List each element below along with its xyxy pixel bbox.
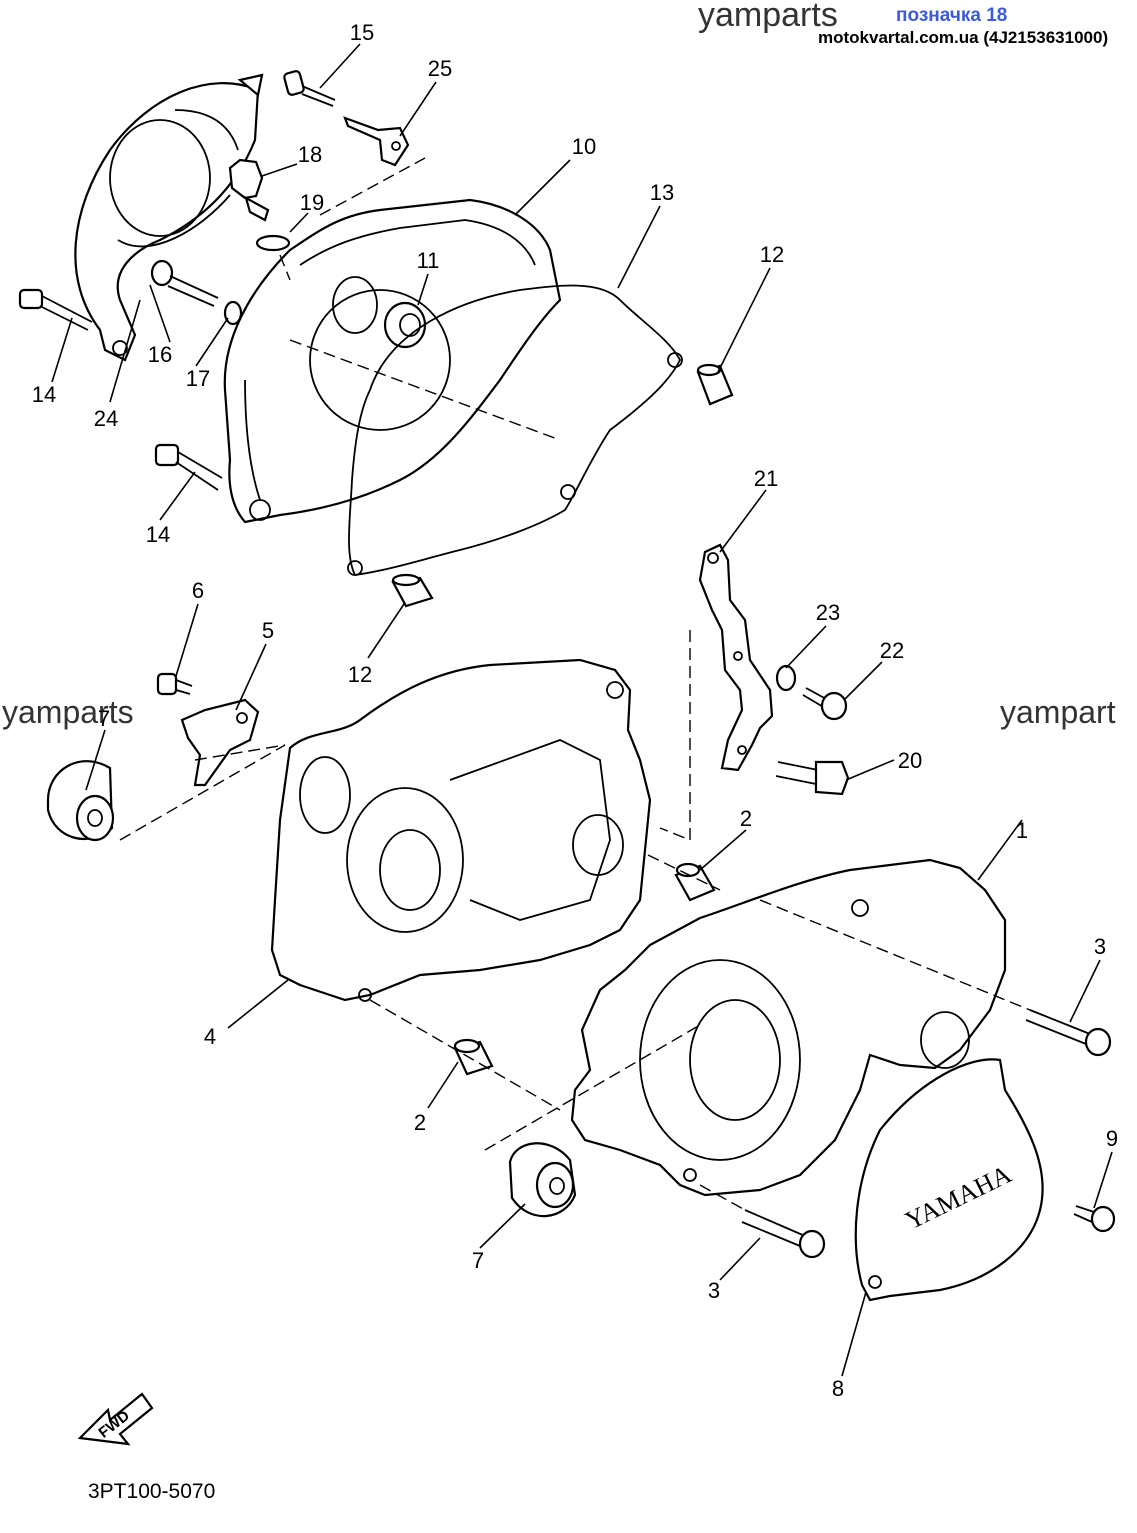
callout-22: 22 (880, 638, 904, 663)
callout-14-upper: 14 (32, 382, 56, 407)
part-18-sensor (228, 158, 270, 222)
part-8-side-cover: YAMAHA (854, 1058, 1044, 1302)
part-1-crankcase-right (570, 858, 1007, 1197)
watermark-top: yamparts (698, 0, 838, 34)
badge-label: позначка 18 (896, 5, 1008, 26)
callout-19: 19 (300, 190, 324, 215)
part-25-bracket (343, 116, 410, 167)
callout-3-lower: 3 (708, 1278, 720, 1303)
callout-7-lower: 7 (472, 1248, 484, 1273)
part-4-crankcase-left (270, 658, 652, 1002)
callout-23: 23 (816, 600, 840, 625)
part-3-bolt-lower (741, 1209, 826, 1259)
fwd-arrow: FWD (77, 1392, 154, 1446)
part-7-bearing-upper (46, 760, 115, 842)
part-5-plate (180, 698, 260, 787)
callout-8: 8 (832, 1376, 844, 1401)
callout-16: 16 (148, 342, 172, 367)
callout-18: 18 (298, 142, 322, 167)
assembly-lines (119, 157, 1031, 1211)
source-site: motokvartal.com.ua (4J2153631000) (818, 28, 1109, 47)
part-12-dowel-upper (696, 363, 734, 406)
part-2-dowel-lower (453, 1038, 494, 1076)
watermark-left: yamparts (2, 694, 134, 730)
callout-6: 6 (192, 578, 204, 603)
callout-1: 1 (1016, 818, 1028, 843)
watermark-right: yampart (1000, 694, 1116, 730)
part-12-dowel-lower (391, 573, 434, 608)
callout-21: 21 (754, 466, 778, 491)
part-22-screw (802, 687, 848, 721)
part-24-shroud (74, 73, 264, 362)
part-7-bearing-lower (508, 1142, 577, 1218)
callout-13: 13 (650, 180, 674, 205)
callout-2-upper: 2 (740, 806, 752, 831)
callout-11: 11 (417, 248, 440, 273)
callout-9: 9 (1106, 1126, 1118, 1151)
callout-15: 15 (350, 20, 374, 45)
callout-7-upper: 7 (98, 706, 110, 731)
callout-17: 17 (186, 366, 210, 391)
part-20-bolt (775, 760, 850, 796)
part-code: 3PT100-5070 (88, 1480, 216, 1503)
callout-3-right: 3 (1094, 934, 1106, 959)
part-23-washer (775, 664, 797, 692)
part-11-bearing (383, 301, 427, 349)
callout-12-lower: 12 (348, 662, 372, 687)
callout-24: 24 (94, 406, 118, 431)
leader-lines (51, 43, 1113, 1377)
callout-12-upper: 12 (760, 242, 784, 267)
part-9-screw (1073, 1205, 1116, 1233)
callout-10: 10 (572, 134, 596, 159)
part-16-bolt (150, 259, 219, 307)
part-2-dowel-upper (674, 862, 716, 902)
part-6-screw (156, 672, 193, 696)
callout-2-lower: 2 (414, 1110, 426, 1135)
part-10-cover (223, 198, 562, 524)
callout-25: 25 (428, 56, 452, 81)
part-3-bolt-right (1025, 1009, 1112, 1057)
part-15-bolt (283, 70, 336, 107)
part-19-o-ring (255, 234, 291, 252)
part-14-bolt-lower (154, 443, 223, 491)
part-17-washer (223, 300, 243, 326)
callout-4: 4 (204, 1024, 216, 1049)
callout-5: 5 (262, 618, 274, 643)
part-13-gasket (347, 284, 683, 576)
callout-numbers: 1 2 2 3 3 4 5 6 7 7 8 9 10 11 12 12 13 1… (32, 20, 1118, 1401)
callout-14-lower: 14 (146, 522, 170, 547)
part-14-bolt-upper (18, 288, 93, 331)
part-21-bracket (698, 543, 774, 772)
callout-20: 20 (898, 748, 922, 773)
